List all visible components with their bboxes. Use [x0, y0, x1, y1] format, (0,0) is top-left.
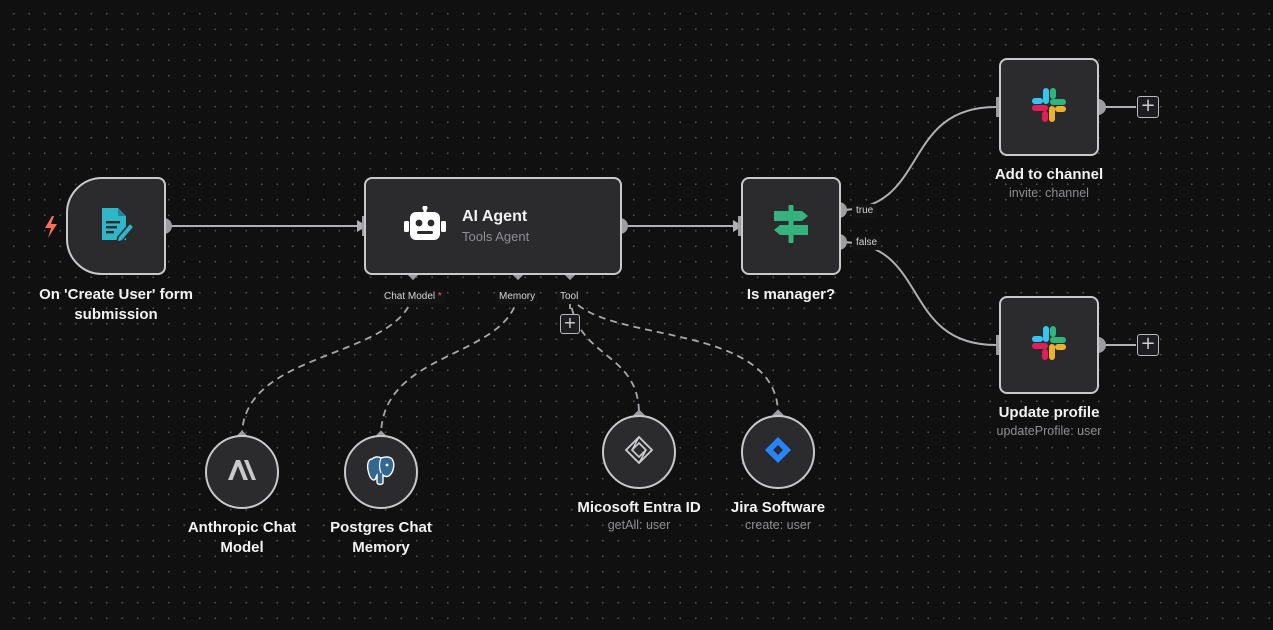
is-manager-node[interactable] [741, 177, 841, 275]
anthropic-icon [226, 458, 258, 487]
connection-tool-entra[interactable] [569, 295, 640, 415]
form-trigger-label: On 'Create User' form submission [39, 286, 193, 323]
entra-id-node[interactable] [602, 415, 676, 489]
port-label-tool: Tool [557, 290, 582, 304]
slack-icon [1029, 85, 1069, 130]
connection-tool-jira[interactable] [569, 295, 779, 415]
update-profile-label: Update profile [998, 404, 1100, 421]
postgres-label: Postgres Chat Memory [330, 519, 432, 556]
jira-label: Jira Software [730, 499, 826, 516]
branch-label-true: true [852, 204, 878, 218]
ai-agent-title: AI Agent [462, 208, 528, 225]
entra-label: Micosoft Entra ID [577, 499, 701, 516]
branch-label-false: false [852, 236, 882, 250]
add-to-channel-node[interactable] [999, 58, 1099, 156]
required-asterisk: * [437, 291, 442, 302]
add-node-after-update-profile-button[interactable]: + [1137, 334, 1159, 356]
port-label-chat-model-text: Chat Model [384, 291, 436, 302]
anthropic-chat-model-node[interactable] [205, 435, 279, 509]
is-manager-label: Is manager? [746, 286, 836, 303]
jira-subtitle: create: user [744, 518, 811, 532]
connection-memory[interactable] [380, 295, 519, 437]
update-profile-node[interactable] [999, 296, 1099, 394]
anthropic-label: Anthropic Chat Model [187, 519, 297, 556]
port-label-chat-model: Chat Model * [381, 290, 445, 304]
postgres-chat-memory-node[interactable] [344, 435, 418, 509]
add-tool-button[interactable]: + [560, 314, 580, 334]
entra-subtitle: getAll: user [607, 518, 671, 532]
update-profile-subtitle: updateProfile: user [996, 424, 1102, 438]
signpost-icon [770, 203, 812, 250]
robot-icon [404, 204, 446, 247]
add-node-after-add-channel-button[interactable]: + [1137, 96, 1159, 118]
add-to-channel-subtitle: invite: channel [1009, 186, 1089, 200]
add-to-channel-label: Add to channel [994, 166, 1104, 183]
form-trigger-node[interactable] [66, 177, 166, 275]
port-label-memory: Memory [496, 290, 539, 304]
lightning-icon [42, 215, 60, 239]
connection-chat-model[interactable] [241, 295, 414, 437]
jira-software-node[interactable] [741, 415, 815, 489]
postgres-icon [364, 453, 398, 492]
ai-agent-subtitle: Tools Agent [462, 229, 530, 244]
form-edit-icon [96, 204, 136, 249]
slack-icon [1029, 323, 1069, 368]
ai-agent-node[interactable]: AI Agent Tools Agent [364, 177, 622, 275]
entra-id-icon [623, 434, 655, 471]
jira-icon [763, 435, 793, 470]
